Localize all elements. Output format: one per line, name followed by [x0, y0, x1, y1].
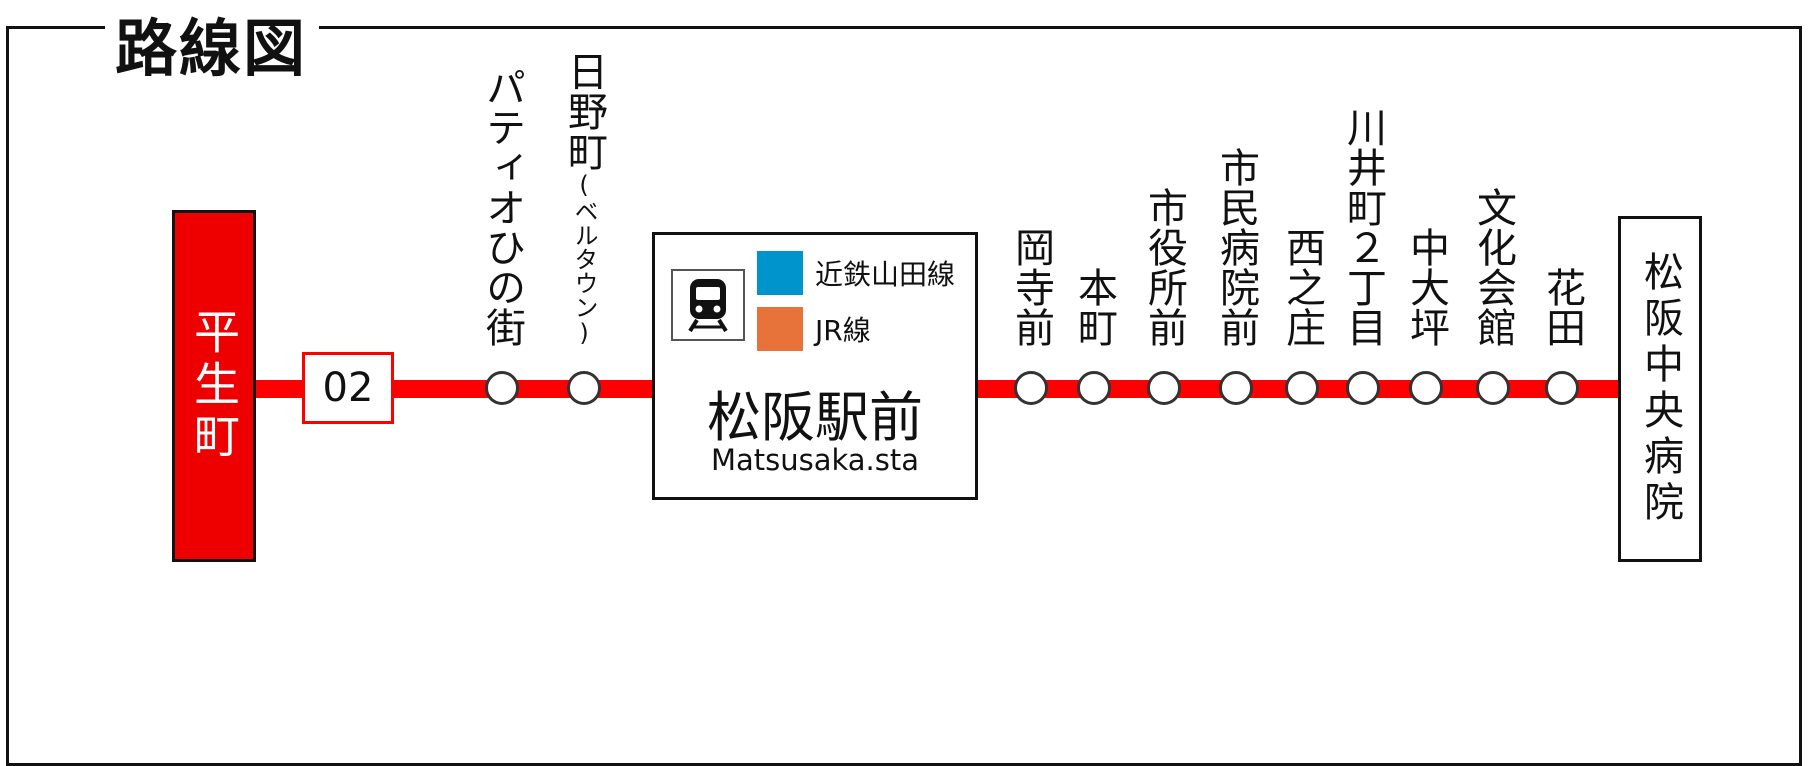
stop-label: 日野町(ベルタウン) — [561, 51, 607, 347]
stop-marker — [1147, 371, 1181, 405]
train-icon — [671, 269, 745, 341]
stop-label: 本町 — [1071, 267, 1117, 347]
stop-label: 文化会館 — [1470, 187, 1516, 347]
hub-station-name-en: Matsusaka.sta — [710, 443, 920, 477]
stop-marker — [567, 371, 601, 405]
route-number-badge: 02 — [302, 352, 394, 424]
stop-label: 川井町２丁目 — [1340, 107, 1386, 347]
stop-marker — [1346, 371, 1380, 405]
stop-label-note: (ベルタウン) — [570, 171, 598, 347]
stop-marker — [1077, 371, 1111, 405]
stop-label: 市民病院前 — [1213, 147, 1259, 347]
stop-marker — [1014, 371, 1048, 405]
stop-label: 市役所前 — [1141, 187, 1187, 347]
legend-swatch-kintetsu — [757, 251, 803, 295]
legend-label-jr: JR線 — [815, 314, 871, 347]
hub-station-name: 松阪駅前 — [707, 386, 923, 449]
legend-jr: JR線 — [757, 307, 871, 351]
legend-kintetsu: 近鉄山田線 — [757, 251, 955, 295]
stop-label: 花田 — [1539, 267, 1585, 347]
hub-station-box: 近鉄山田線 JR線 松阪駅前 Matsusaka.sta — [652, 232, 978, 500]
stop-label: 西之庄 — [1279, 227, 1325, 347]
destination-name: 松阪中央病院 — [1637, 251, 1683, 527]
page-title: 路線図 — [105, 15, 320, 83]
stop-marker — [1409, 371, 1443, 405]
origin-terminal: 平生町 — [172, 210, 256, 562]
stop-marker — [1219, 371, 1253, 405]
legend-swatch-jr — [757, 307, 803, 351]
stop-label: パティオひの街 — [479, 67, 525, 347]
stop-marker — [1285, 371, 1319, 405]
destination-terminal: 松阪中央病院 — [1618, 216, 1702, 562]
origin-name: 平生町 — [187, 308, 241, 464]
stop-marker — [485, 371, 519, 405]
stop-label: 岡寺前 — [1008, 227, 1054, 347]
stop-marker — [1545, 371, 1579, 405]
stop-label: 中大坪 — [1403, 227, 1449, 347]
legend-label-kintetsu: 近鉄山田線 — [815, 258, 956, 291]
stop-marker — [1476, 371, 1510, 405]
